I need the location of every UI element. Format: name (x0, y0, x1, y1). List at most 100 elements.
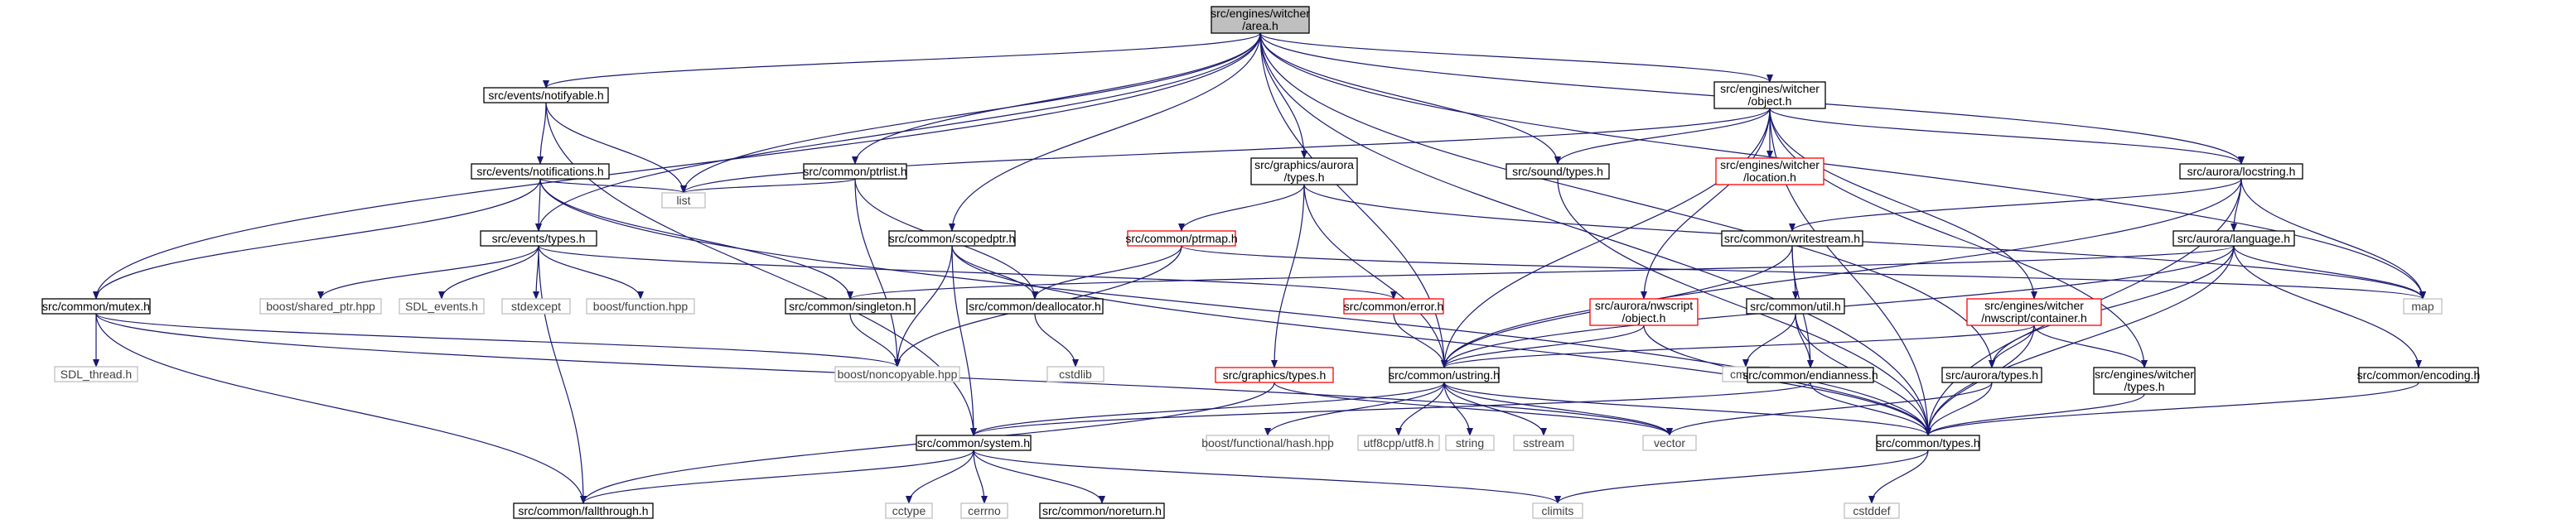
node-box (785, 298, 916, 315)
node-witchertypes[interactable]: src/engines/witcher/types.h (2093, 367, 2196, 395)
node-stdexcept[interactable]: stdexcept (501, 298, 571, 315)
node-utf8[interactable]: utf8cpp/utf8.h (1357, 435, 1440, 451)
node-box (1715, 157, 1824, 185)
node-system[interactable]: src/common/system.h (916, 435, 1032, 451)
edge-area-to-commontypes (1259, 32, 1931, 436)
node-error[interactable]: src/common/error.h (1343, 298, 1444, 315)
node-box (1642, 435, 1697, 451)
node-sdlevents[interactable]: SDL_events.h (399, 298, 485, 315)
node-object[interactable]: src/engines/witcher/object.h (1713, 81, 1826, 109)
node-ptrlist[interactable]: src/common/ptrlist.h (803, 163, 907, 180)
node-vector[interactable]: vector (1642, 435, 1697, 451)
edge-container-to-ustring (1441, 324, 2035, 368)
edge-area-to-notifyable (543, 32, 1261, 89)
edge-system-to-cctype (906, 449, 974, 504)
node-map[interactable]: map (2403, 298, 2443, 315)
node-label: climits (1542, 504, 1574, 517)
node-label: src/aurora/nwscript (1595, 299, 1693, 312)
node-sstream[interactable]: sstream (1513, 435, 1574, 451)
node-box (1513, 435, 1574, 451)
node-language[interactable]: src/aurora/language.h (2172, 230, 2295, 247)
node-string[interactable]: string (1445, 435, 1495, 451)
node-box (501, 298, 571, 315)
node-function[interactable]: boost/function.hpp (586, 298, 695, 315)
node-label: src/events/notifyable.h (488, 89, 603, 102)
node-label: src/engines/witcher (1984, 299, 2084, 312)
node-scopedptr[interactable]: src/common/scopedptr.h (888, 230, 1016, 247)
node-deallocator[interactable]: src/common/deallocator.h (966, 298, 1104, 315)
edge-notifications-to-commontypes (539, 178, 1931, 436)
node-commontypes[interactable]: src/common/types.h (1876, 435, 1980, 451)
node-label: /types.h (1283, 171, 1324, 184)
node-box (1966, 298, 2102, 326)
node-box (513, 502, 654, 519)
node-noreturn[interactable]: src/common/noreturn.h (1039, 502, 1165, 519)
node-noncopyable[interactable]: boost/noncopyable.hpp (834, 366, 960, 382)
node-box (1941, 367, 2042, 383)
node-cerrno[interactable]: cerrno (960, 502, 1008, 519)
node-auroratypes[interactable]: src/aurora/types.h (1941, 367, 2042, 383)
node-box (399, 298, 485, 315)
node-label: stdexcept (511, 300, 561, 313)
edge-scopedptr-to-noncopyable (894, 245, 953, 368)
edge-locstring-to-ustring (1441, 178, 2242, 368)
node-endianness[interactable]: src/common/endianness.h (1742, 367, 1878, 383)
node-soundtypes[interactable]: src/sound/types.h (1505, 163, 1610, 180)
node-box (1206, 435, 1330, 451)
edge-ustring-to-utf8 (1395, 382, 1445, 436)
edge-eventtypes-to-sdlevents (438, 245, 539, 300)
node-mutex[interactable]: src/common/mutex.h (41, 298, 151, 315)
edge-commontypes-to-climits (1554, 449, 1929, 504)
node-label: utf8cpp/utf8.h (1364, 436, 1434, 449)
node-locstring[interactable]: src/aurora/locstring.h (2179, 163, 2303, 180)
node-box (1844, 502, 1900, 519)
edges-layer (93, 32, 2426, 504)
node-label: SDL_thread.h (60, 368, 132, 381)
node-label: vector (1654, 436, 1685, 449)
node-cctype[interactable]: cctype (885, 502, 933, 519)
node-singleton[interactable]: src/common/singleton.h (785, 298, 916, 315)
edge-area-to-object (1259, 32, 1773, 83)
node-box (803, 163, 907, 180)
node-ptrmap[interactable]: src/common/ptrmap.h (1125, 230, 1238, 247)
node-writestream[interactable]: src/common/writestream.h (1721, 230, 1863, 247)
node-sdlthread[interactable]: SDL_thread.h (54, 366, 138, 382)
edge-area-to-soundtypes (1259, 32, 1561, 165)
node-util[interactable]: src/common/util.h (1746, 298, 1845, 315)
node-area[interactable]: src/engines/witcher/area.h (1211, 6, 1310, 34)
edge-notifications-to-mutex (93, 178, 541, 300)
edge-language-to-auroratypes (1989, 245, 2235, 368)
node-ustring[interactable]: src/common/ustring.h (1389, 367, 1500, 383)
node-notifyable[interactable]: src/events/notifyable.h (483, 87, 609, 103)
node-hash[interactable]: boost/functional/hash.hpp (1201, 435, 1334, 451)
node-location[interactable]: src/engines/witcher/location.h (1715, 157, 1824, 185)
node-list[interactable]: list (661, 192, 706, 209)
nodes-layer: src/engines/witcher/area.h src/events/not… (41, 6, 2481, 519)
node-label: src/common/noreturn.h (1042, 504, 1162, 517)
node-fallthrough[interactable]: src/common/fallthrough.h (513, 502, 654, 519)
node-eventtypes[interactable]: src/events/types.h (480, 230, 597, 247)
edge-eventtypes-to-fallthrough (538, 245, 587, 504)
node-label: string (1456, 436, 1484, 449)
node-label: src/common/deallocator.h (969, 300, 1101, 313)
node-encoding[interactable]: src/common/encoding.h (2357, 367, 2481, 383)
node-label: src/common/ustring.h (1389, 368, 1500, 382)
edge-singleton-to-noncopyable (849, 313, 901, 368)
edge-mutex-to-noncopyable (95, 313, 901, 368)
node-sharedptr[interactable]: boost/shared_ptr.hpp (259, 298, 382, 315)
node-cstdlib[interactable]: cstdlib (1046, 366, 1104, 382)
node-box (661, 192, 706, 209)
node-gfxaurora[interactable]: src/graphics/aurora/types.h (1250, 157, 1358, 185)
node-gfxtypes[interactable]: src/graphics/types.h (1215, 367, 1334, 383)
node-cstddef[interactable]: cstddef (1844, 502, 1900, 519)
node-label: src/common/ptrmap.h (1125, 232, 1237, 245)
node-label: src/events/notifications.h (476, 165, 603, 178)
node-notifications[interactable]: src/events/notifications.h (471, 163, 610, 180)
edge-ustring-to-system (970, 382, 1445, 436)
node-climits[interactable]: climits (1532, 502, 1583, 519)
edge-area-to-ustring (1259, 32, 1447, 368)
node-nwsobject[interactable]: src/aurora/nwscript/object.h (1589, 298, 1699, 326)
node-container[interactable]: src/engines/witcher/nwscript/container.h (1966, 298, 2102, 326)
edge-mutex-to-fallthrough (95, 313, 587, 504)
node-box (1445, 435, 1495, 451)
